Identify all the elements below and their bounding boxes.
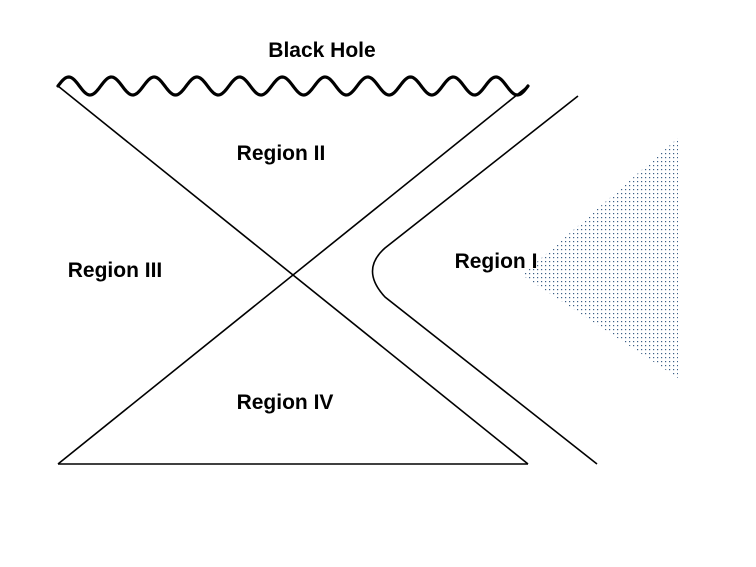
region-ii-label: Region II [237,142,326,165]
observer-shaded-wedge [522,138,678,378]
horizon-line-ascending [57,85,529,465]
observer-worldline [371,95,598,465]
region-i-label: Region I [455,250,538,273]
region-iii-label: Region III [68,259,163,282]
region-iv-label: Region IV [237,391,334,414]
black-hole-label: Black Hole [268,39,375,62]
singularity-wavy-line [56,75,530,97]
